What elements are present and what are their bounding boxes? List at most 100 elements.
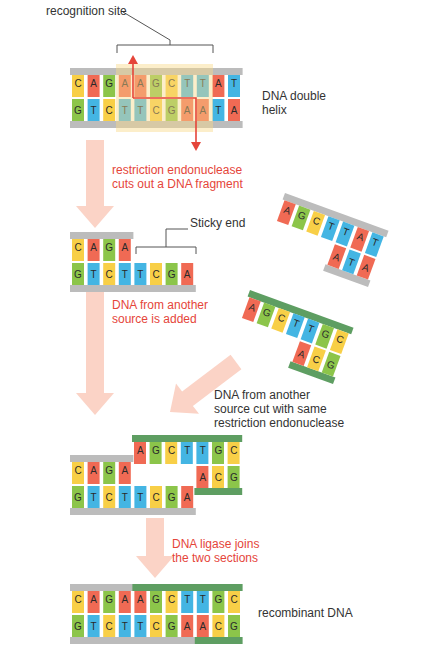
base-letter: C [150,269,162,281]
nucleotide-base [119,263,131,285]
nucleotide-base [228,99,240,121]
dna-strand-graphic [70,68,246,128]
nucleotide-base [119,75,131,97]
leader-line [123,12,170,40]
base-letter: T [197,445,209,457]
nucleotide-base [181,486,193,508]
base-letter: C [166,594,178,606]
nucleotide-base [166,442,178,464]
nucleotide-base [119,486,131,508]
base-letter: G [72,621,84,633]
nucleotide-base [150,615,162,637]
nucleotide-base [212,615,224,637]
nucleotide-base [197,75,209,97]
base-letter: A [181,492,193,504]
base-letter: G [228,472,240,484]
base-letter: A [181,269,193,281]
base-letter: G [228,621,240,633]
nucleotide-base [292,206,311,231]
nucleotide-base [197,591,209,613]
base-letter: C [212,472,224,484]
nucleotide-base [166,263,178,285]
nucleotide-base [119,239,131,261]
base-letter: C [103,492,115,504]
nucleotide-base [306,211,325,236]
sugar-phosphate-backbone [70,68,243,75]
nucleotide-base [286,313,305,338]
nucleotide-base [197,466,209,488]
nucleotide-base [72,239,84,261]
nucleotide-base [150,591,162,613]
nucleotide-base [88,486,100,508]
nucleotide-base [321,216,340,241]
base-letter: T [88,492,100,504]
nucleotide-base [197,615,209,637]
nucleotide-base [150,75,162,97]
dna-fragment: CAGAAGCTTATGTCTTCGAATA [70,68,246,128]
step-label: DNA ligase joins the two sections [172,537,276,565]
nucleotide-base [119,615,131,637]
nucleotide-base [271,308,290,333]
base-letter: C [72,594,84,606]
nucleotide-base [327,244,346,269]
base-letter: G [212,594,224,606]
cut-line [133,63,196,143]
nucleotide-base [150,99,162,121]
nucleotide-base [72,75,84,97]
sugar-phosphate-backbone [70,584,133,591]
base-letter: A [119,594,131,606]
nucleotide-base [88,615,100,637]
base-letter: G [150,445,162,457]
base-letter: T [134,492,146,504]
base-letter: A [197,472,209,484]
nucleotide-base [212,75,224,97]
structure-label: DNA double helix [262,89,334,117]
nucleotide-base [134,263,146,285]
base-letter: A [88,242,100,254]
base-letter: A [134,78,146,90]
sugar-phosphate-backbone [195,488,243,495]
nucleotide-base [103,239,115,261]
dna-fragment: CAGAGTCTTCGA [70,232,246,292]
base-letter: G [166,269,178,281]
base-letter: C [150,492,162,504]
sugar-phosphate-backbone [132,584,242,591]
sugar-phosphate-backbone [70,637,196,644]
base-letter: C [103,269,115,281]
base-letter: A [212,78,224,90]
base-letter: A [134,445,146,457]
base-letter: C [166,78,178,90]
process-arrow [76,292,114,415]
base-letter: T [181,445,193,457]
cut-arrowhead [191,142,201,151]
step-label: restriction endonuclease cuts out a DNA … [112,163,260,191]
nucleotide-base [336,222,355,247]
dna-fragment: CAGAAGCTTGCGTCTTCGAACG [70,584,246,644]
base-letter: C [103,105,115,117]
dna-strand-graphic [70,584,246,644]
base-letter: T [197,594,209,606]
nucleotide-base [134,591,146,613]
nucleotide-base [150,486,162,508]
recognition-site-band [116,64,213,132]
nucleotide-base [72,486,84,508]
nucleotide-base [88,591,100,613]
base-letter: G [166,621,178,633]
dna-strand-graphic [70,232,246,292]
base-letter: G [72,105,84,117]
base-letter: C [228,594,240,606]
base-letter: A [119,465,131,477]
sugar-phosphate-backbone [70,285,196,292]
nucleotide-base [166,99,178,121]
nucleotide-base [88,239,100,261]
nucleotide-base [197,442,209,464]
site-bracket [117,40,213,53]
nucleotide-base [103,462,115,484]
nucleotide-base [166,591,178,613]
step-label: DNA from another source is added [112,298,227,326]
nucleotide-base [88,99,100,121]
nucleotide-base [119,99,131,121]
sugar-phosphate-backbone [195,637,243,644]
